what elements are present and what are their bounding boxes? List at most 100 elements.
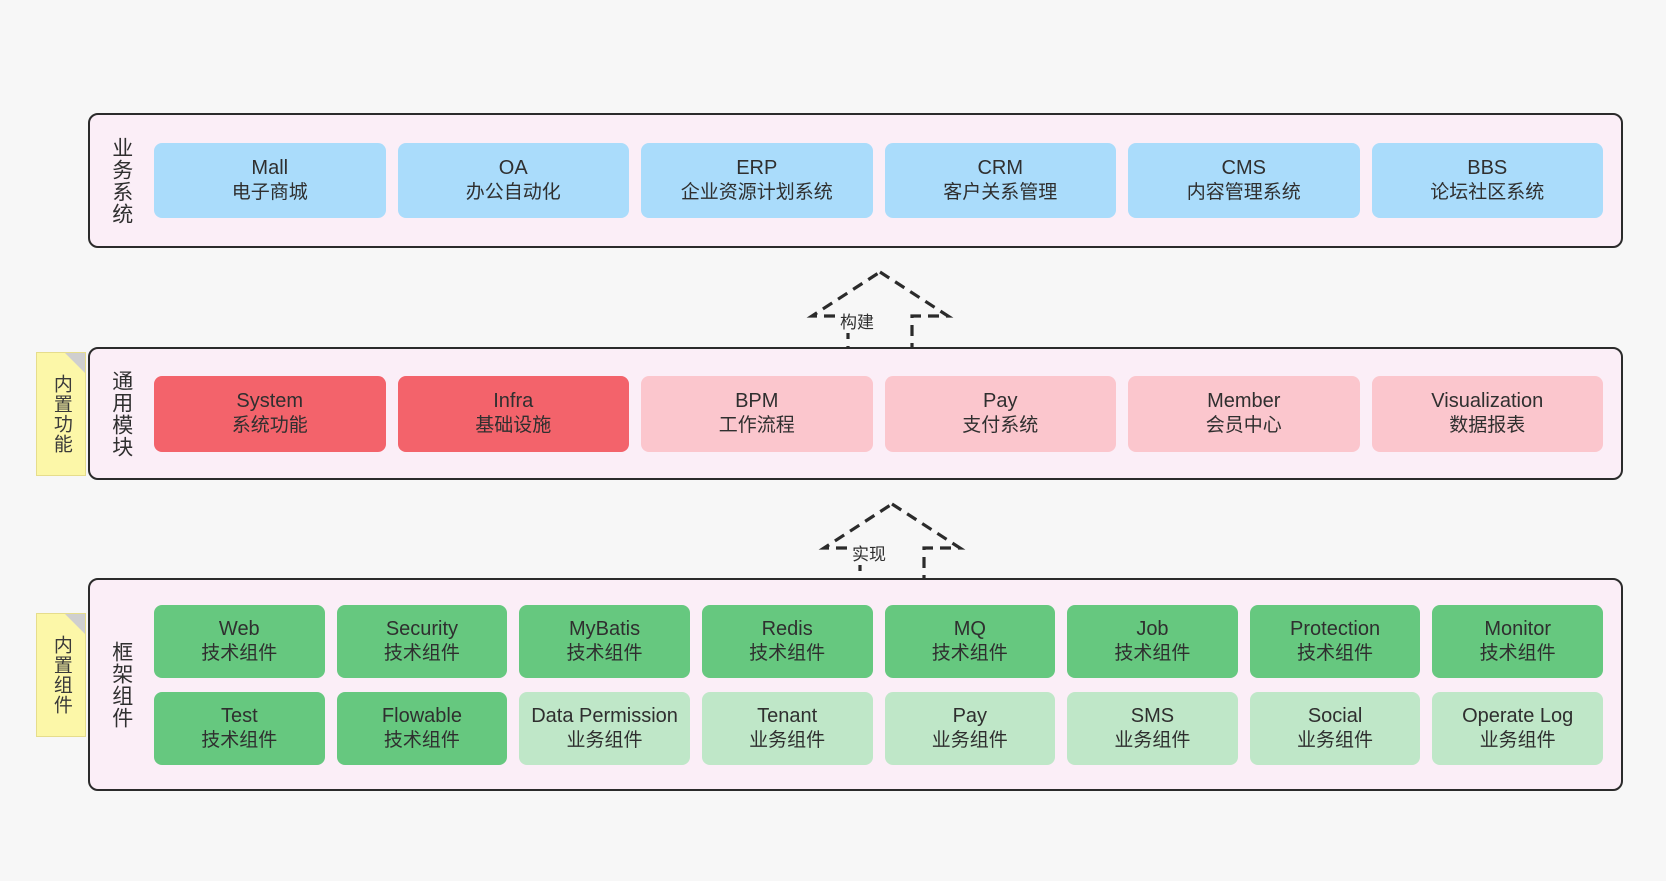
card-crm[interactable]: CRM 客户关系管理 [884, 143, 1116, 218]
card-subtitle: 技术组件 [931, 642, 1008, 664]
card-title: CMS [1221, 157, 1266, 180]
card-subtitle: 技术组件 [1297, 642, 1374, 664]
card-oa[interactable]: OA 办公自动化 [397, 143, 629, 218]
card-subtitle: 业务组件 [749, 729, 826, 751]
card-monitor[interactable]: Monitor 技术组件 [1432, 604, 1603, 678]
card-title: Operate Log [1462, 704, 1574, 727]
connector-build: 构建 [800, 268, 960, 358]
card-title: MQ [953, 617, 986, 640]
card-title: OA [498, 157, 528, 180]
layer-framework-components: 框架组件 Web 技术组件 Security 技术组件 MyBatis 技术组件… [88, 578, 1623, 791]
card-title: System [236, 390, 304, 413]
card-tenant[interactable]: Tenant 业务组件 [701, 691, 873, 765]
framework-business-row: Test 技术组件 Flowable 技术组件 Data Permission … [154, 691, 1603, 765]
card-title: SMS [1130, 704, 1175, 727]
card-title: Member [1207, 390, 1281, 413]
card-subtitle: 办公自动化 [465, 182, 561, 204]
layer-business-systems: 业务系统 Mall 电子商城 OA 办公自动化 ERP 企业资源计划系统 CRM… [88, 113, 1623, 248]
card-title: Monitor [1484, 617, 1552, 640]
card-subtitle: 论坛社区系统 [1430, 182, 1545, 204]
card-bbs[interactable]: BBS 论坛社区系统 [1371, 143, 1603, 218]
card-subtitle: 企业资源计划系统 [680, 182, 833, 204]
card-test[interactable]: Test 技术组件 [154, 691, 325, 765]
card-security[interactable]: Security 技术组件 [336, 604, 508, 678]
card-operate-log[interactable]: Operate Log 业务组件 [1432, 691, 1603, 765]
card-cms[interactable]: CMS 内容管理系统 [1128, 143, 1360, 218]
card-title: Protection [1290, 617, 1381, 640]
card-title: Pay [952, 704, 988, 727]
card-pay-component[interactable]: Pay 业务组件 [884, 691, 1056, 765]
implement-arrow-shape [818, 502, 966, 588]
card-subtitle: 客户关系管理 [943, 182, 1058, 204]
card-subtitle: 业务组件 [931, 729, 1008, 751]
card-subtitle: 内容管理系统 [1186, 182, 1301, 204]
layer-title-framework-components: 框架组件 [109, 640, 133, 729]
card-subtitle: 技术组件 [383, 642, 460, 664]
card-web[interactable]: Web 技术组件 [154, 604, 325, 678]
card-subtitle: 支付系统 [962, 415, 1039, 437]
card-bpm[interactable]: BPM 工作流程 [641, 375, 873, 452]
card-social[interactable]: Social 业务组件 [1249, 691, 1421, 765]
card-title: Social [1307, 704, 1363, 727]
card-title: Tenant [757, 704, 818, 727]
connector-implement-label: 实现 [850, 540, 888, 565]
card-subtitle: 会员中心 [1205, 415, 1282, 437]
card-title: Flowable [381, 704, 462, 727]
layer-common-modules: 通用模块 System 系统功能 Infra 基础设施 BPM 工作流程 Pay… [88, 347, 1623, 480]
card-subtitle: 基础设施 [475, 415, 552, 437]
card-mq[interactable]: MQ 技术组件 [884, 604, 1056, 678]
sticky-note-label: 内置功能 [50, 374, 72, 454]
sticky-note-label: 内置组件 [50, 635, 72, 715]
common-modules-card-list: System 系统功能 Infra 基础设施 BPM 工作流程 Pay 支付系统… [140, 349, 1621, 478]
card-title: Data Permission [531, 704, 678, 727]
card-subtitle: 技术组件 [201, 642, 278, 664]
card-mybatis[interactable]: MyBatis 技术组件 [519, 604, 690, 678]
card-mall[interactable]: Mall 电子商城 [154, 143, 386, 218]
layer-title-common-modules: 通用模块 [109, 369, 133, 458]
card-title: Web [218, 617, 260, 640]
connector-build-label: 构建 [838, 308, 876, 333]
card-title: MyBatis [569, 617, 641, 640]
card-member[interactable]: Member 会员中心 [1128, 375, 1360, 452]
card-title: Job [1136, 617, 1169, 640]
card-subtitle: 数据报表 [1449, 415, 1526, 437]
card-title: ERP [736, 157, 778, 180]
framework-tech-row: Web 技术组件 Security 技术组件 MyBatis 技术组件 Redi… [154, 604, 1603, 678]
card-title: Pay [983, 390, 1018, 413]
card-title: Infra [493, 390, 534, 413]
sticky-note-builtin-features: 内置功能 [36, 352, 86, 476]
card-title: Redis [761, 617, 813, 640]
sticky-note-builtin-components: 内置组件 [36, 613, 86, 737]
card-title: Mall [251, 157, 289, 180]
business-systems-card-list: Mall 电子商城 OA 办公自动化 ERP 企业资源计划系统 CRM 客户关系… [140, 115, 1621, 246]
card-subtitle: 系统功能 [231, 415, 308, 437]
card-subtitle: 业务组件 [1479, 729, 1556, 751]
build-arrow-shape [806, 270, 954, 356]
card-subtitle: 业务组件 [566, 729, 643, 751]
card-subtitle: 技术组件 [201, 729, 278, 751]
card-title: Visualization [1431, 390, 1544, 413]
card-sms[interactable]: SMS 业务组件 [1067, 691, 1238, 765]
card-subtitle: 技术组件 [749, 642, 826, 664]
card-subtitle: 技术组件 [383, 729, 460, 751]
card-data-permission[interactable]: Data Permission 业务组件 [519, 691, 690, 765]
layer-title-business-systems: 业务系统 [109, 136, 133, 225]
card-protection[interactable]: Protection 技术组件 [1249, 604, 1421, 678]
card-flowable[interactable]: Flowable 技术组件 [336, 691, 508, 765]
framework-components-grid: Web 技术组件 Security 技术组件 MyBatis 技术组件 Redi… [140, 580, 1621, 789]
card-subtitle: 技术组件 [566, 642, 643, 664]
card-visualization[interactable]: Visualization 数据报表 [1371, 375, 1603, 452]
card-subtitle: 业务组件 [1114, 729, 1191, 751]
card-title: BBS [1467, 157, 1508, 180]
card-infra[interactable]: Infra 基础设施 [397, 375, 629, 452]
connector-implement: 实现 [812, 500, 972, 590]
card-erp[interactable]: ERP 企业资源计划系统 [641, 143, 873, 218]
card-title: Test [220, 704, 258, 727]
card-redis[interactable]: Redis 技术组件 [701, 604, 873, 678]
card-subtitle: 工作流程 [718, 415, 795, 437]
card-pay-module[interactable]: Pay 支付系统 [884, 375, 1116, 452]
card-system[interactable]: System 系统功能 [154, 375, 386, 452]
card-job[interactable]: Job 技术组件 [1067, 604, 1238, 678]
card-title: CRM [977, 157, 1024, 180]
